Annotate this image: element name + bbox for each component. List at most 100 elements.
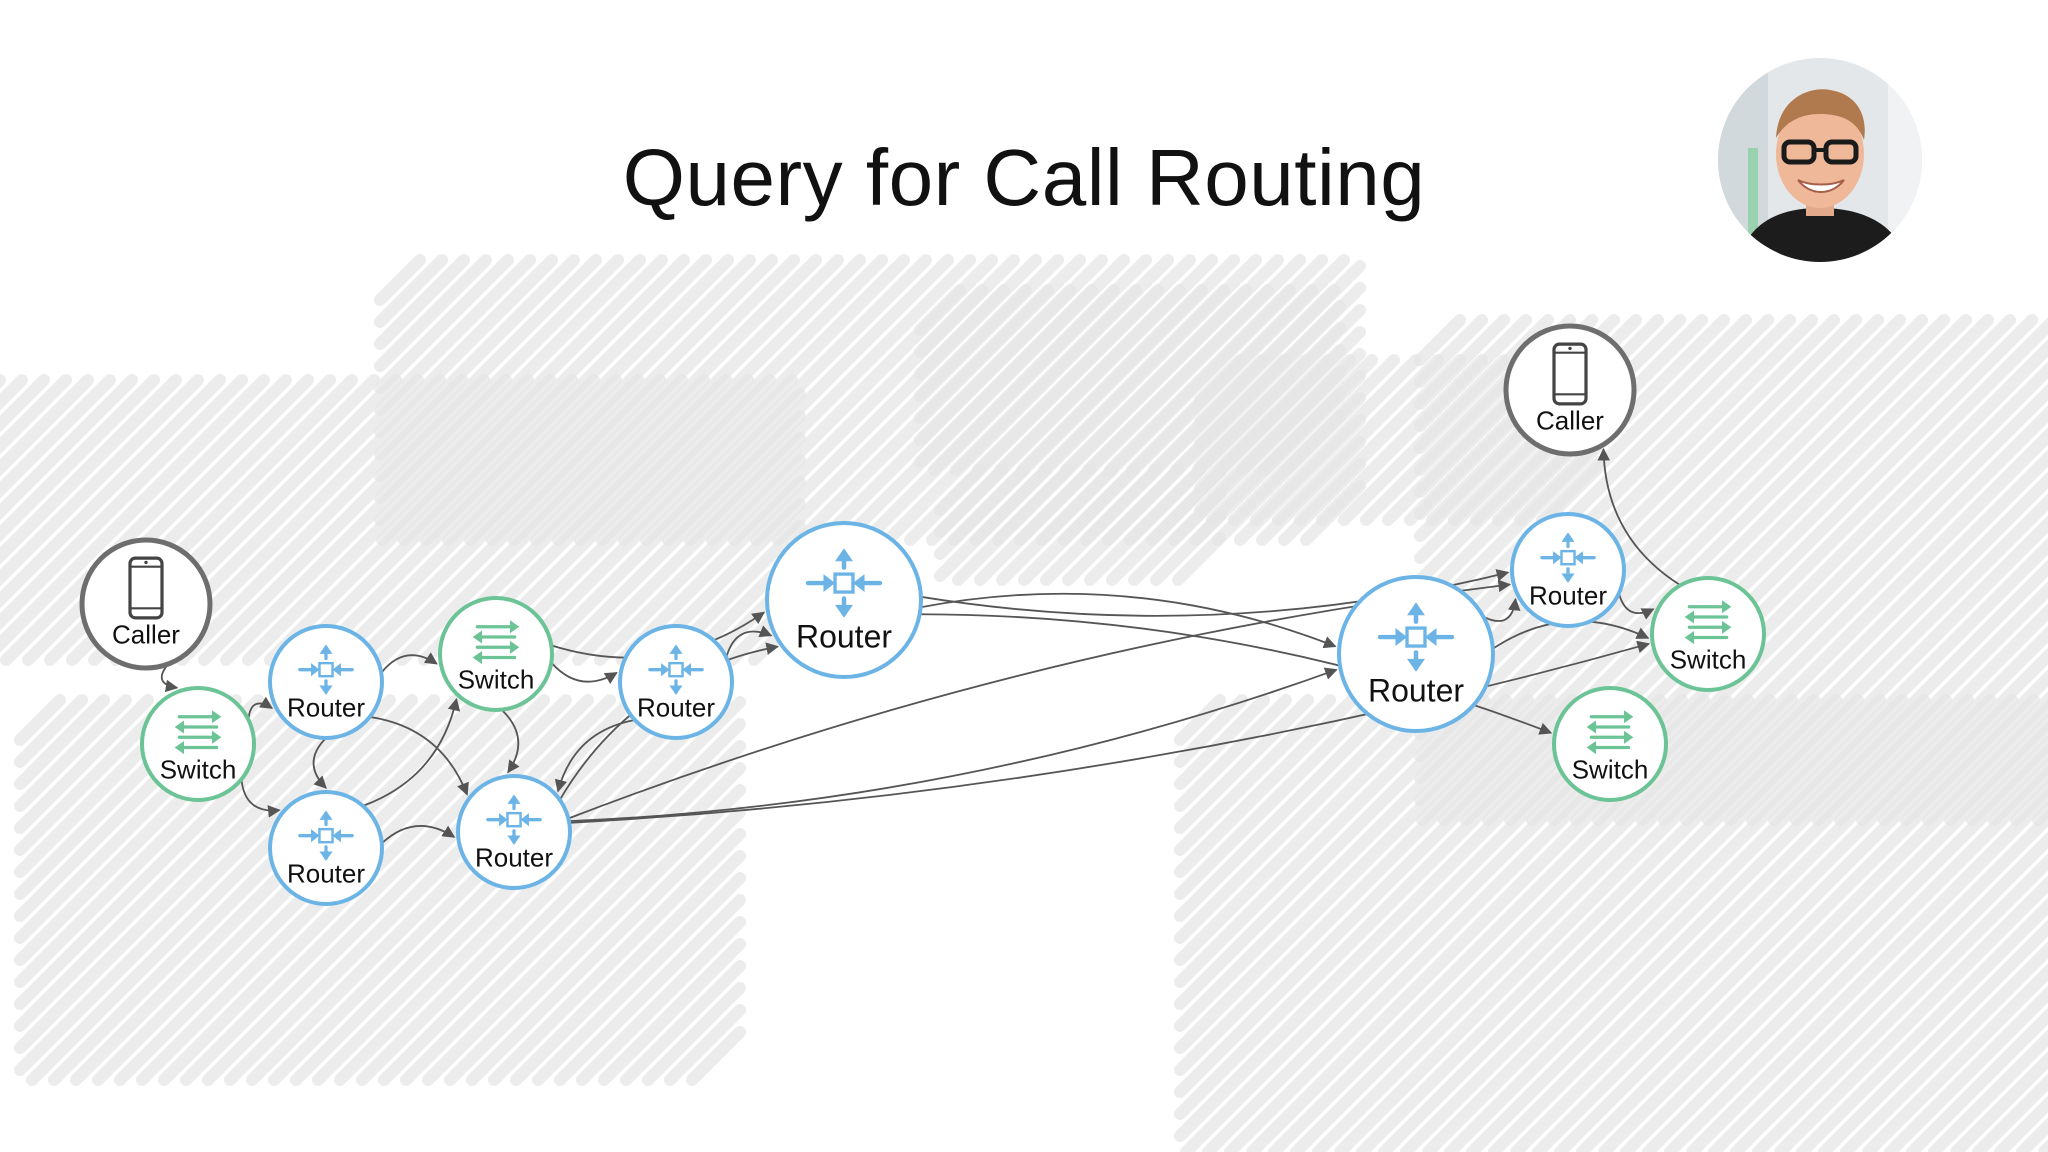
map-hatch-line xyxy=(1686,787,2048,1152)
router-node-router-3: Router xyxy=(456,774,572,890)
router-node-router-5: Router xyxy=(765,521,923,679)
map-hatch-line xyxy=(398,254,690,546)
router-label: Router xyxy=(475,843,553,873)
map-hatch-line xyxy=(14,694,110,790)
map-hatch-line xyxy=(374,254,492,372)
map-hatch-line xyxy=(14,694,374,1054)
map-hatch-line xyxy=(1664,765,2048,1152)
map-hatch-line xyxy=(290,694,682,1086)
caller-label: Caller xyxy=(112,620,180,650)
map-hatch-line xyxy=(224,694,616,1086)
map-hatch-line xyxy=(464,254,756,546)
map-hatch-line xyxy=(934,464,1052,582)
switch-icon xyxy=(1684,600,1732,645)
map-hatch-line xyxy=(1414,314,1730,630)
map-hatch-line xyxy=(1356,694,1820,1152)
map-hatch-line xyxy=(1290,694,1754,1152)
switch-circle xyxy=(438,596,554,712)
node-layer: CallerSwitchRouterRouterSwitchRouterRout… xyxy=(79,323,1766,906)
map-hatch-line xyxy=(1172,532,1226,586)
map-hatch-line xyxy=(374,254,448,328)
edge-arrow xyxy=(1482,597,1521,622)
map-hatch-line xyxy=(914,284,1054,424)
map-hatch-line xyxy=(1510,694,1974,1152)
edge-arrow xyxy=(240,779,281,818)
map-hatch-line xyxy=(1150,510,1226,586)
map-hatch-line xyxy=(1752,853,2048,1152)
switch-node-switch-3: Switch xyxy=(1650,576,1766,692)
edge-arrow xyxy=(725,625,773,658)
map-hatch-line xyxy=(640,254,932,546)
router-node-router-6: Router xyxy=(1337,575,1495,733)
router-icon xyxy=(298,810,354,861)
map-hatch-line xyxy=(1174,694,1402,922)
map-hatch-line xyxy=(576,916,746,1086)
caller-circle xyxy=(1503,323,1637,457)
switch-circle xyxy=(1650,576,1766,692)
router-icon xyxy=(1540,532,1596,583)
edge-arrow xyxy=(550,662,618,684)
switch-icon xyxy=(174,710,222,755)
map-hatch-line xyxy=(14,694,330,1010)
map-hatch-line xyxy=(0,374,292,666)
phone-icon xyxy=(1552,342,1588,406)
map-hatch-line xyxy=(914,284,966,336)
map-hatch-line xyxy=(596,254,888,546)
map-hatch-line xyxy=(374,254,514,394)
router-icon xyxy=(1377,602,1455,672)
map-hatch-line xyxy=(444,784,746,1086)
map-hatch-line xyxy=(1038,284,1230,476)
map-hatch-line xyxy=(1444,694,1908,1152)
map-hatch-line xyxy=(1174,694,1292,812)
edge-arrow xyxy=(501,709,520,774)
map-hatch-line xyxy=(1414,314,1532,432)
map-hatch-line xyxy=(974,464,1096,586)
switch-label: Switch xyxy=(1670,645,1747,675)
map-hatch-line xyxy=(334,694,726,1086)
map-hatch-line xyxy=(14,694,88,768)
switch-label: Switch xyxy=(160,755,237,785)
edge-arrow xyxy=(312,737,327,789)
map-hatch-line xyxy=(1906,1007,2048,1152)
map-hatch-line xyxy=(552,254,844,546)
map-hatch-line xyxy=(952,464,1074,586)
map-hatch-line xyxy=(1174,694,1600,1120)
map-hatch-line xyxy=(486,254,778,546)
caller-label: Caller xyxy=(1536,406,1604,436)
router-node-router-4: Router xyxy=(618,624,734,740)
map-hatch-line xyxy=(1334,694,1798,1152)
caller-node-caller-left: Caller xyxy=(79,537,213,671)
edge-arrow xyxy=(369,716,469,796)
switch-icon xyxy=(472,620,520,665)
map-hatch-line xyxy=(972,284,1164,476)
map-hatch-line xyxy=(268,694,660,1086)
map-hatch-line xyxy=(934,464,1030,560)
map-hatch-line xyxy=(0,374,50,433)
map-hatch-line xyxy=(378,718,746,1086)
map-hatch-line xyxy=(0,374,116,499)
map-hatch-line xyxy=(914,284,988,358)
map-hatch-line xyxy=(1994,1095,2048,1152)
map-hatch-line xyxy=(374,254,580,460)
edge-arrow xyxy=(920,592,1337,649)
map-hatch-line xyxy=(0,374,248,631)
map-hatch-line xyxy=(1532,694,1996,1152)
map-hatch-line xyxy=(1796,897,2048,1152)
map-hatch-line xyxy=(0,374,94,477)
map-hatch-line xyxy=(1414,314,1466,366)
map-hatch-line xyxy=(1174,694,1358,878)
map-hatch-line xyxy=(1194,354,1356,516)
map-hatch-line xyxy=(420,254,712,546)
map-hatch-line xyxy=(1414,314,1708,608)
map-hatch-line xyxy=(0,374,182,565)
map-hatch-line xyxy=(1206,354,1378,526)
map-hatch-line xyxy=(510,850,746,1086)
edge-arrow xyxy=(568,667,1338,823)
map-hatch-line xyxy=(1194,354,1268,428)
edge-arrow xyxy=(381,825,456,844)
map-hatch-line xyxy=(554,894,746,1086)
map-hatch-line xyxy=(180,694,572,1086)
map-hatch-line xyxy=(928,284,1120,476)
map-hatch-line xyxy=(1040,464,1162,586)
map-hatch-line xyxy=(1730,831,2048,1152)
